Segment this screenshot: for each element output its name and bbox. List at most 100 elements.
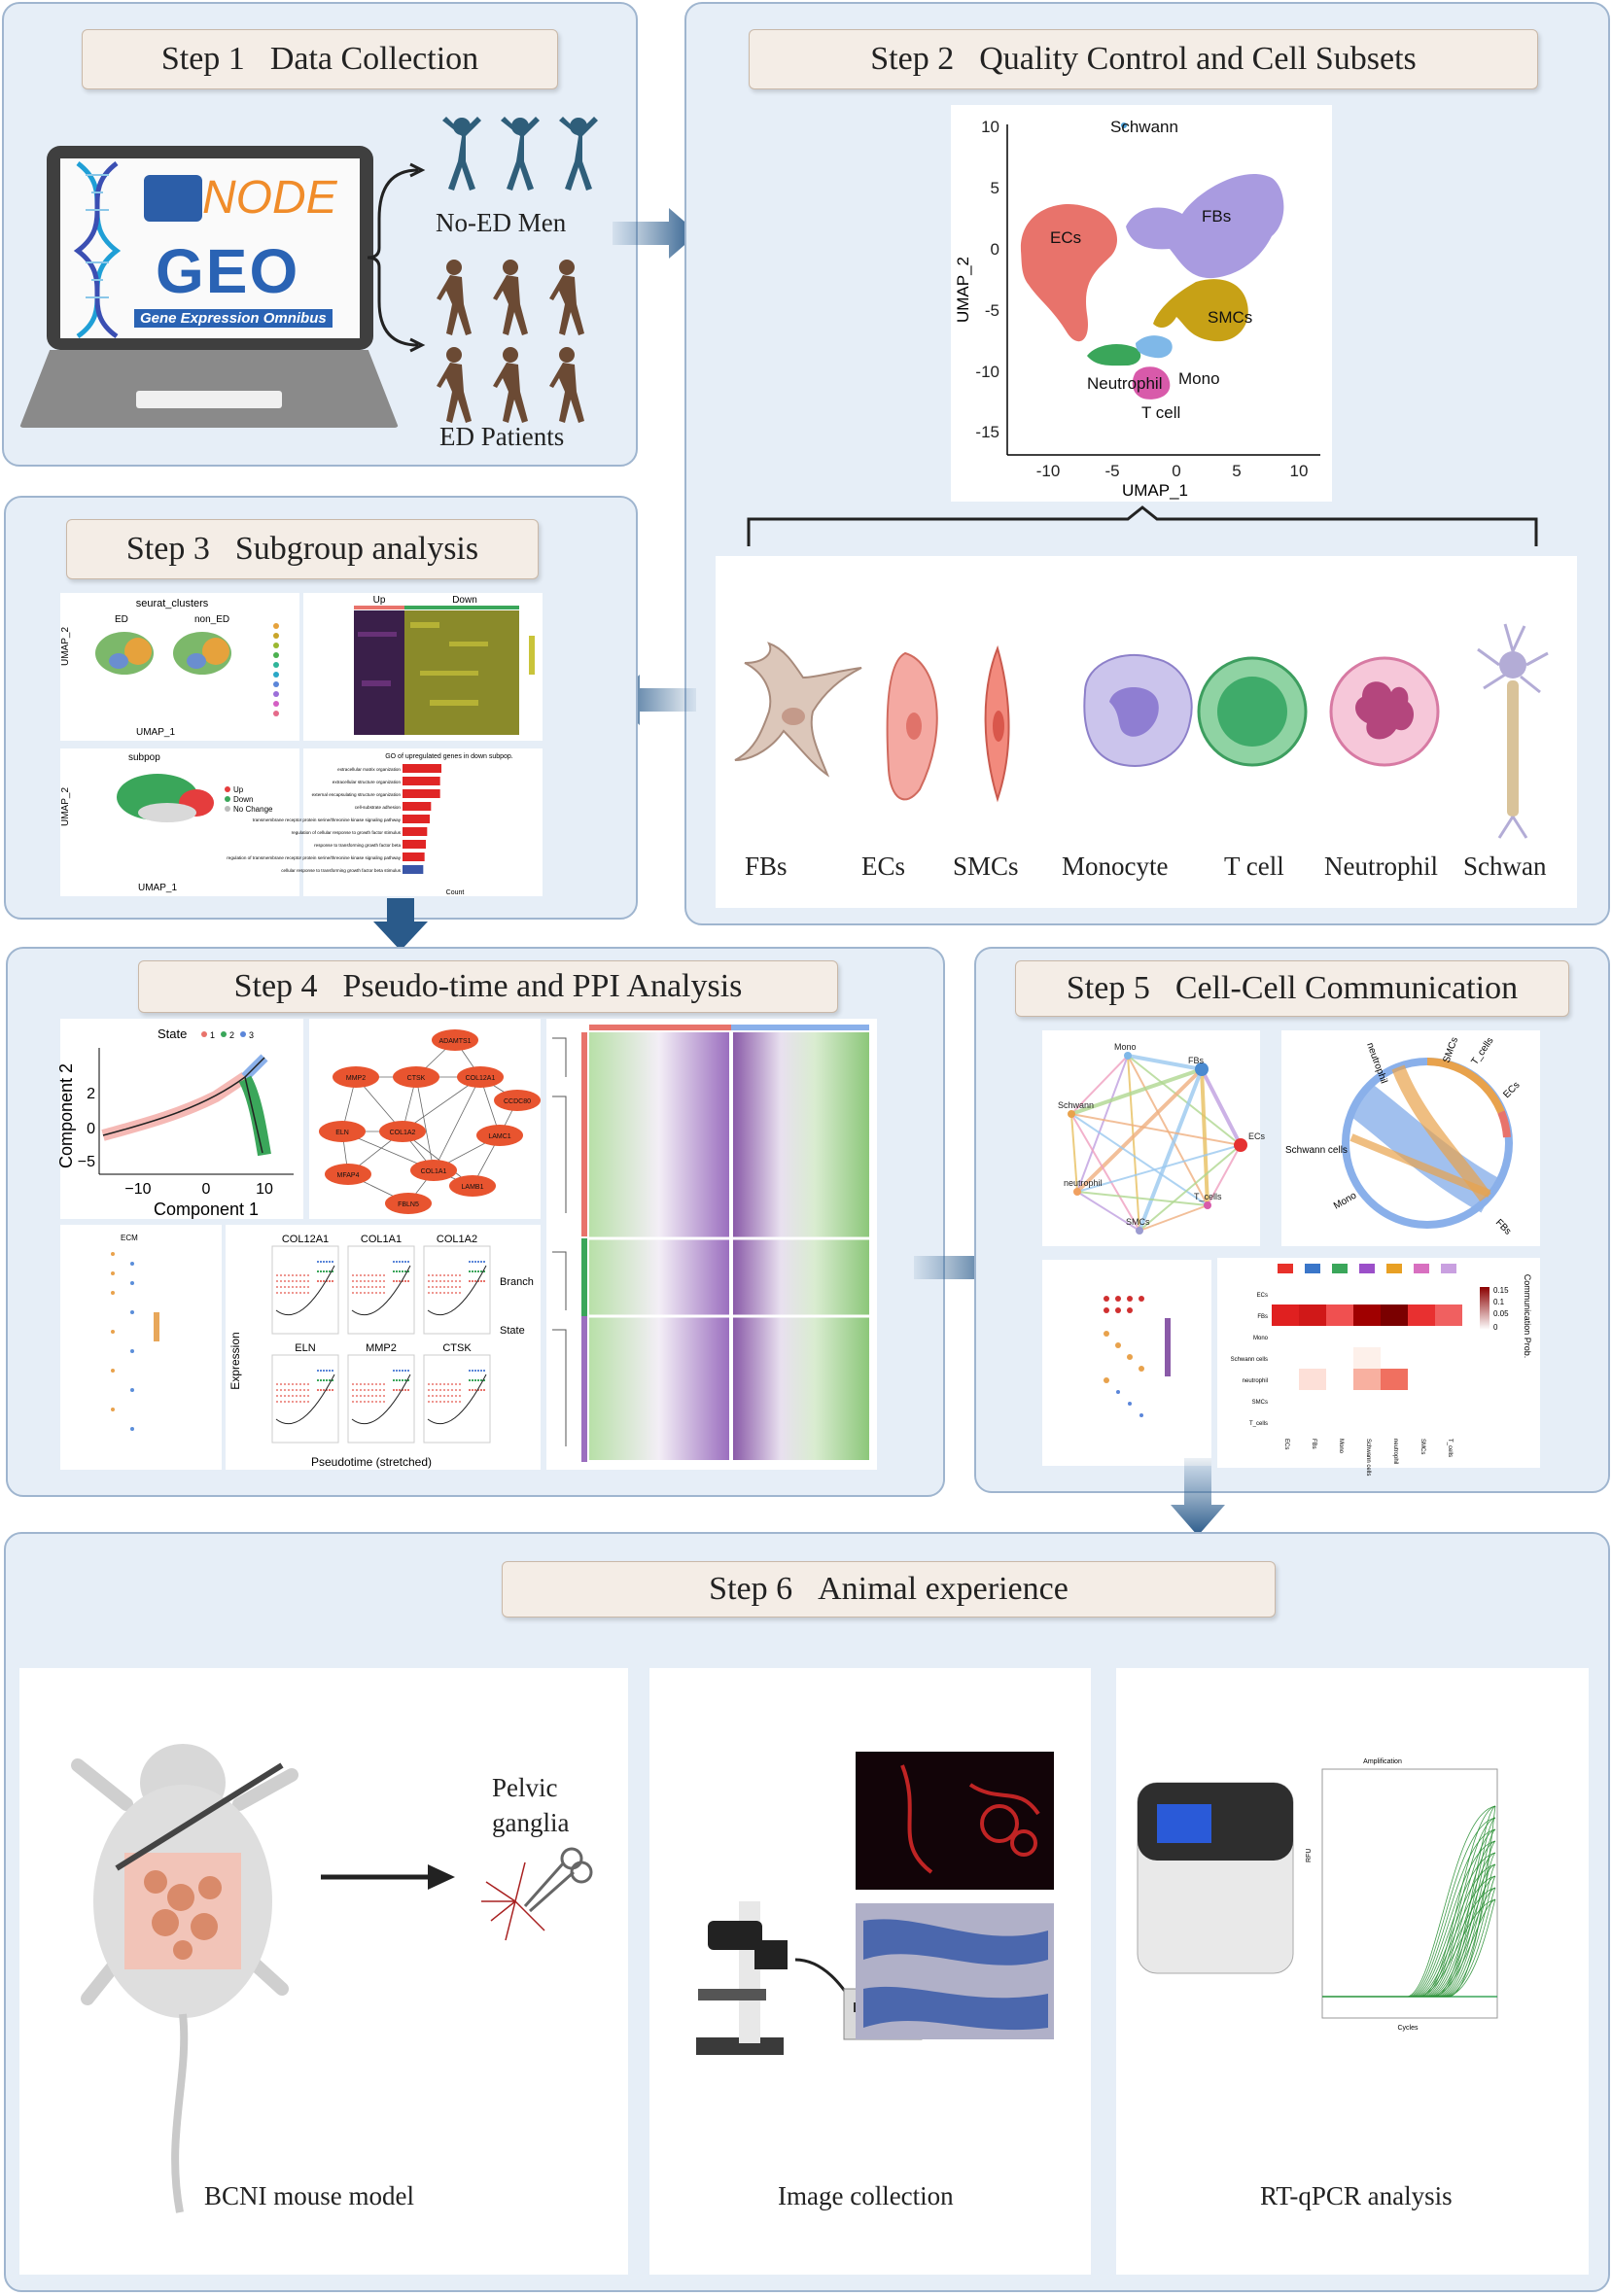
network-card <box>1042 1030 1260 1246</box>
go-term-label: extracellular structure organization <box>333 780 402 784</box>
prob-label: Communication Prob. <box>1523 1274 1532 1359</box>
ppi-node <box>449 1175 496 1197</box>
prob-tick: 0.15 <box>1493 1286 1509 1295</box>
ppi-node <box>432 1029 478 1051</box>
step1-bracket <box>367 162 426 353</box>
chord-ecs: ECs <box>1501 1080 1522 1100</box>
heat-cell <box>1272 1326 1299 1347</box>
ed-facet: ED <box>115 614 128 625</box>
chord-mono: Mono <box>1332 1190 1359 1211</box>
network-edge <box>1075 1067 1204 1194</box>
heat-cell <box>1299 1369 1326 1390</box>
heat-cell <box>1381 1369 1408 1390</box>
gene-curve <box>275 1374 335 1425</box>
go-bar <box>403 865 424 874</box>
ppi-node-label: CCDC80 <box>504 1098 531 1105</box>
chord-schwann: Schwann cells <box>1285 1145 1348 1156</box>
ganglia-label: ganglia <box>492 1808 570 1837</box>
gene-title: COL1A1 <box>361 1234 402 1245</box>
clusters-title: seurat_clusters <box>136 598 209 609</box>
network-node-label: T_cells <box>1194 1192 1222 1201</box>
umap-cluster-smcs <box>1153 279 1248 342</box>
heat-cell <box>1408 1305 1435 1326</box>
heat-cell <box>1353 1390 1381 1411</box>
chord-diagram: SMCs T_cells ECs neutrophil Schwann cell… <box>1285 1035 1522 1236</box>
heat-top-bar <box>1332 1264 1348 1273</box>
heat-cell <box>1408 1411 1435 1433</box>
heat-row-label: Schwann cells <box>1231 1357 1268 1363</box>
heat-cell <box>1381 1305 1408 1326</box>
state-legend-label: State <box>158 1026 187 1041</box>
heat-cell <box>1381 1390 1408 1411</box>
go-term-label: cellular response to transforming growth… <box>281 868 402 873</box>
mouse-model-illustration <box>71 1744 593 2213</box>
chord-fbs: FBs <box>1493 1217 1513 1236</box>
ppi-node <box>385 1193 432 1214</box>
comp2-label: Component 2 <box>56 1063 76 1168</box>
amp-curve <box>1322 1805 1496 1998</box>
umap-card <box>951 105 1332 502</box>
laptop-base <box>19 350 399 428</box>
gene-panel <box>271 1245 339 1335</box>
umap-cluster-ecs <box>1020 204 1118 342</box>
network-node-label: Mono <box>1114 1042 1137 1052</box>
arrow-5-to-6 <box>1171 1458 1225 1536</box>
gene-expression-plots: Expression Pseudotime (stretched) Branch… <box>228 1234 534 1469</box>
cell-label-schwann: Schwan <box>1463 852 1547 881</box>
expression-label: Expression <box>228 1332 242 1389</box>
ed-patients-label: ED Patients <box>439 422 565 451</box>
heat-cell <box>1435 1390 1462 1411</box>
go-title: GO of upregulated genes in down subpop. <box>385 753 513 760</box>
svg-text:10: 10 <box>256 1181 273 1198</box>
umap-xlabel: UMAP_1 <box>1122 481 1188 500</box>
ecm-dotplot: ECM <box>111 1234 159 1431</box>
heat-cell <box>1326 1283 1353 1305</box>
geo-subtitle: Gene Expression Omnibus <box>134 309 333 328</box>
go-bar <box>403 802 432 811</box>
heat-cell <box>1299 1411 1326 1433</box>
heat-cell <box>1299 1305 1326 1326</box>
amp-curve <box>1322 1863 1496 1998</box>
gene-panel <box>423 1245 491 1335</box>
network-node <box>1234 1138 1247 1152</box>
heat-cell <box>1272 1347 1299 1369</box>
amp-curve <box>1322 1828 1496 1998</box>
heat-cell <box>1272 1390 1299 1411</box>
heat-cell <box>1435 1347 1462 1369</box>
umap-ytick: -15 <box>975 423 999 441</box>
cell-label-monocyte: Monocyte <box>1062 852 1169 881</box>
network-node-label: ECs <box>1248 1131 1266 1141</box>
heat-col-label: Mono <box>1338 1439 1344 1454</box>
network-node <box>1068 1110 1075 1118</box>
amp-curve <box>1322 1898 1496 1998</box>
node-logo <box>144 175 202 222</box>
umap-xtick: -5 <box>1104 462 1119 480</box>
subpop-umap-card <box>60 748 299 896</box>
umap-ytick: 10 <box>981 118 999 136</box>
amp-curve <box>1322 1817 1496 1998</box>
heat-cell <box>1353 1305 1381 1326</box>
network-edge <box>1070 1055 1129 1115</box>
umap-ytick: -5 <box>985 301 999 320</box>
prob-tick: 0.1 <box>1493 1298 1505 1306</box>
heat-cell <box>1326 1411 1353 1433</box>
amp-curve <box>1322 1852 1496 1998</box>
state-3: 3 <box>249 1030 254 1040</box>
ppi-node <box>379 1121 426 1142</box>
network-edge <box>1127 1055 1140 1232</box>
cell-label-smcs: SMCs <box>953 852 1019 881</box>
network-edge <box>1070 1113 1078 1193</box>
branch-label: Branch <box>500 1276 534 1288</box>
network-edge <box>1200 1068 1209 1206</box>
go-term-label: cell-substrate adhesion <box>355 805 402 810</box>
cell-type-icons <box>734 623 1549 839</box>
network-node <box>1195 1062 1209 1076</box>
amp-curve <box>1322 1840 1496 1998</box>
umap-label-mono: Mono <box>1178 369 1220 388</box>
gene-curve <box>275 1265 335 1316</box>
chord-tcells: T_cells <box>1469 1035 1495 1066</box>
gene-panel <box>271 1354 339 1444</box>
cycles-label: Cycles <box>1397 2025 1419 2032</box>
network-edge <box>1127 1055 1242 1146</box>
